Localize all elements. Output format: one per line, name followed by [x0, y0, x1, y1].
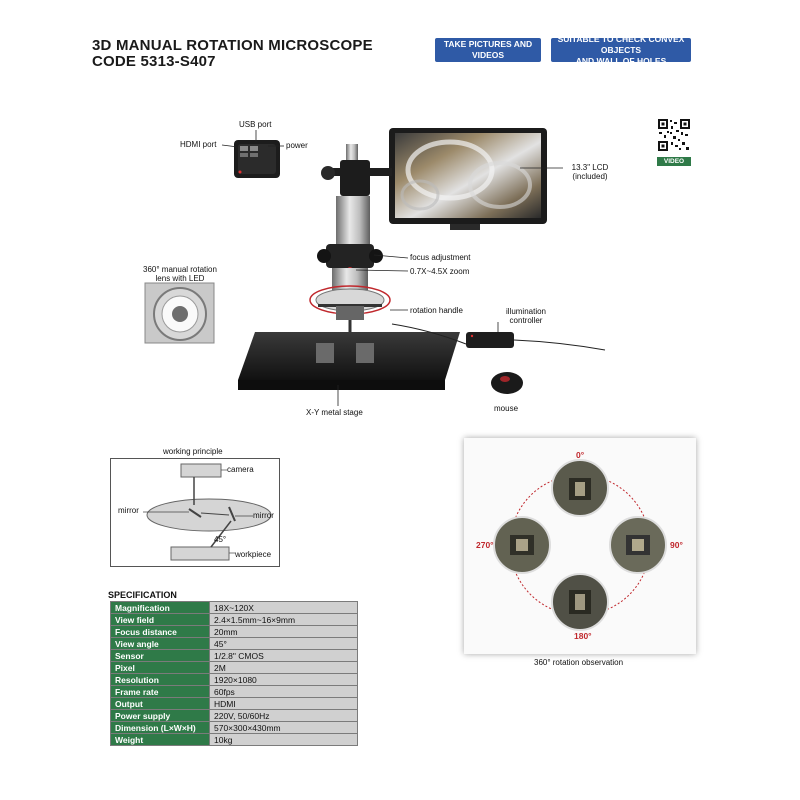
lens-inset: [144, 282, 215, 344]
zoom-line: [355, 269, 409, 272]
spec-value: 570×300×430mm: [209, 721, 358, 734]
label-lens-line1: 360° manual rotation: [143, 265, 217, 274]
label-usb-port: USB port: [239, 120, 272, 129]
spec-value: 1920×1080: [209, 673, 358, 686]
angle-270: 270°: [476, 540, 494, 550]
spec-value: 10kg: [209, 733, 358, 746]
camera-module: [234, 140, 280, 178]
view-90: [609, 516, 667, 574]
spec-key: Focus distance: [110, 625, 210, 638]
spec-value: 220V, 50/60Hz: [209, 709, 358, 722]
spec-value: 2.4×1.5mm~16×9mm: [209, 613, 358, 626]
spec-key: Dimension (L×W×H): [110, 721, 210, 734]
badge-convex-line1: SUITABLE TO CHECK CONVEX OBJECTS: [557, 33, 685, 55]
angle-180: 180°: [574, 631, 592, 641]
spec-key: View field: [110, 613, 210, 626]
badge-convex-objects: SUITABLE TO CHECK CONVEX OBJECTS AND WAL…: [551, 34, 691, 66]
spec-row: Dimension (L×W×H)570×300×430mm: [110, 721, 358, 734]
label-mouse: mouse: [494, 404, 519, 413]
label-rotation-handle: rotation handle: [410, 306, 463, 315]
qr-code[interactable]: VIDEO: [657, 118, 691, 166]
spec-key: Weight: [110, 733, 210, 746]
spec-key: Pixel: [110, 661, 210, 674]
spec-value: 45°: [209, 637, 358, 650]
working-principle-svg: [143, 463, 272, 561]
wp-angle-label: 45°: [214, 535, 227, 544]
label-hdmi-port: HDMI port: [180, 140, 217, 149]
label-lcd-line1: 13.3" LCD: [571, 163, 609, 172]
label-lens-line2: lens with LED: [155, 274, 205, 283]
wp-mirror-right-label: mirror: [253, 511, 274, 520]
spec-title: SPECIFICATION: [108, 590, 177, 600]
rotation-svg: [493, 459, 667, 631]
spec-key: Output: [110, 697, 210, 710]
label-zoom: 0.7X~4.5X zoom: [410, 267, 470, 276]
page-title: 3D MANUAL ROTATION MICROSCOPE: [92, 37, 373, 54]
view-270: [493, 516, 551, 574]
badge-take-pictures-label: TAKE PICTURES AND VIDEOS: [443, 39, 533, 60]
rotation-caption: 360° rotation observation: [534, 658, 624, 667]
rotation-observation-panel: [464, 438, 696, 654]
angle-90: 90°: [670, 540, 683, 550]
wp-workpiece-label: workpiece: [235, 550, 272, 559]
wp-mirror-left-label: mirror: [118, 506, 139, 515]
label-illumination: illumination controller: [496, 307, 556, 325]
view-180: [551, 573, 609, 631]
illumination-controller: [466, 332, 514, 348]
xy-stage: [238, 332, 460, 380]
product-code: CODE 5313-S407: [92, 53, 216, 70]
focus-line: [373, 254, 409, 259]
label-lcd: 13.3" LCD (included): [560, 163, 620, 181]
angle-0: 0°: [576, 450, 585, 460]
working-principle-title: working principle: [163, 447, 223, 456]
label-focus-adjustment: focus adjustment: [410, 253, 471, 262]
spec-key: Magnification: [110, 601, 210, 614]
label-lens: 360° manual rotation lens with LED: [136, 265, 224, 283]
qr-code-icon: [657, 118, 691, 152]
working-principle-diagram: [110, 458, 280, 567]
focus-block: [326, 244, 374, 268]
spec-key: Resolution: [110, 673, 210, 686]
microscope-illustration: [144, 128, 606, 406]
label-illumination-line2: controller: [509, 316, 543, 325]
label-lcd-line2: (included): [572, 172, 608, 181]
mouse-device: [491, 372, 523, 394]
spec-value: HDMI: [209, 697, 358, 710]
spec-value: 20mm: [209, 625, 358, 638]
hdmi-port-line: [221, 144, 239, 148]
spec-value: 60fps: [209, 685, 358, 698]
badge-take-pictures: TAKE PICTURES AND VIDEOS: [435, 38, 541, 62]
label-illumination-line1: illumination: [505, 307, 547, 316]
qr-video-label: VIDEO: [657, 157, 691, 166]
spec-key: View angle: [110, 637, 210, 650]
spec-value: 18X~120X: [209, 601, 358, 614]
spec-value: 1/2.8" CMOS: [209, 649, 358, 662]
zoom-tube: [336, 196, 370, 246]
view-0: [551, 459, 609, 517]
spec-value: 2M: [209, 661, 358, 674]
wp-camera-label: camera: [227, 465, 254, 474]
label-power: power: [286, 141, 308, 150]
label-stage: X-Y metal stage: [306, 408, 363, 417]
spec-key: Sensor: [110, 649, 210, 662]
spec-key: Frame rate: [110, 685, 210, 698]
spec-key: Power supply: [110, 709, 210, 722]
badge-convex-line2: AND WALL OF HOLES: [575, 55, 667, 66]
lcd-monitor: [389, 128, 547, 230]
